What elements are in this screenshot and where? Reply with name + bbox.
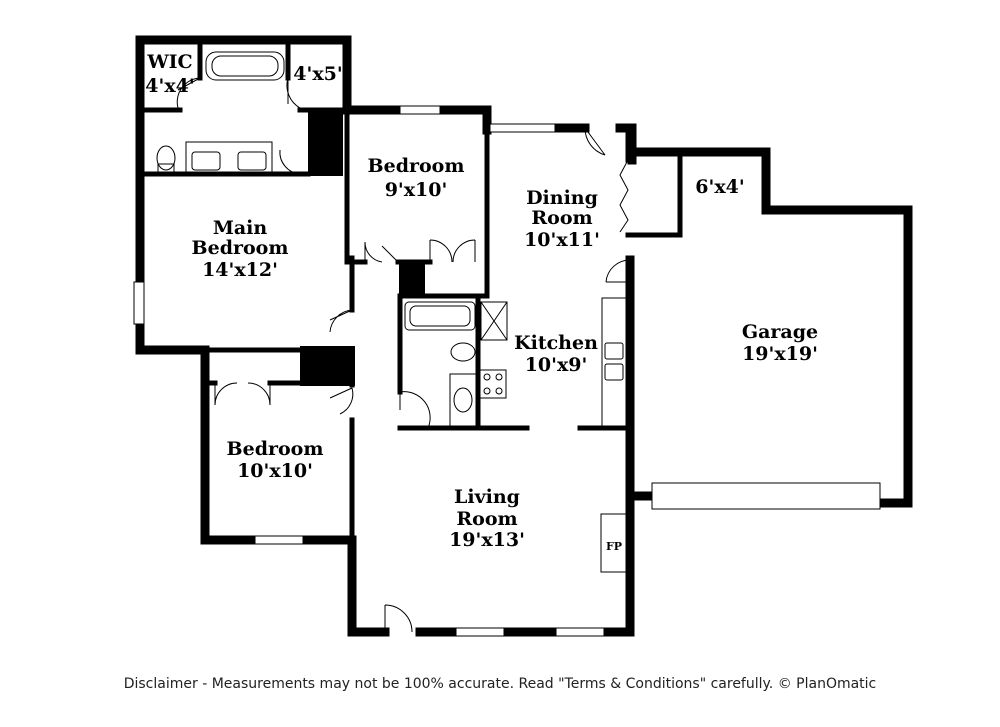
window	[133, 281, 145, 325]
bedroom-bottom-name: Bedroom	[227, 438, 324, 460]
sink	[604, 363, 624, 381]
kitchen-name: Kitchen	[514, 332, 598, 354]
closet-block	[300, 346, 355, 386]
sink	[604, 342, 624, 360]
garage-name: Garage	[742, 321, 818, 343]
bedroom-top-name: Bedroom	[368, 155, 465, 177]
toilet	[450, 342, 476, 362]
fireplace-label: FP	[606, 540, 622, 553]
main-bedroom-name-2: Bedroom	[192, 237, 289, 259]
kitchen-dims: 10'x9'	[525, 354, 588, 376]
interior-walls	[137, 37, 683, 543]
wic-dims: 4'x4'	[145, 75, 194, 97]
bedroom-bottom-dims: 10'x10'	[237, 460, 313, 482]
sink	[191, 151, 221, 171]
dining-dims: 10'x11'	[524, 229, 600, 251]
vanity	[449, 373, 479, 427]
garage-dims: 19'x19'	[742, 343, 818, 365]
living-name-1: Living	[454, 486, 520, 508]
room-labels: WIC 4'x4' 4'x5' Bedroom 9'x10' Main Bedr…	[145, 51, 818, 551]
dining-name-2: Room	[531, 207, 592, 229]
fireplace	[600, 513, 628, 573]
bathtub	[404, 301, 476, 331]
disclaimer: Disclaimer - Measurements may not be 100…	[123, 676, 877, 692]
window	[489, 123, 556, 133]
garage-door	[651, 482, 881, 510]
living-dims: 19'x13'	[449, 529, 525, 551]
dining-name-1: Dining	[526, 187, 598, 209]
counter	[601, 297, 629, 427]
window	[455, 627, 505, 637]
living-name-2: Room	[456, 508, 517, 530]
stove	[479, 369, 507, 399]
fixtures: FP	[156, 51, 629, 573]
sink	[237, 151, 267, 171]
storage-dims: 6'x4'	[695, 176, 744, 198]
door-swings	[176, 77, 631, 633]
closet-dims: 4'x5'	[293, 63, 342, 85]
vanity	[185, 141, 273, 175]
main-bedroom-name-1: Main	[213, 217, 268, 239]
window	[555, 627, 605, 637]
sink	[453, 387, 473, 413]
wic-name: WIC	[146, 51, 192, 73]
bedroom-top-dims: 9'x10'	[385, 179, 448, 201]
main-bedroom-dims: 14'x12'	[202, 259, 278, 281]
window	[399, 105, 441, 115]
pantry	[480, 301, 508, 341]
bathtub	[205, 51, 285, 81]
chimney-block	[308, 112, 343, 176]
toilet	[156, 145, 176, 171]
closet-block	[399, 262, 425, 297]
windows	[133, 105, 881, 637]
window	[254, 535, 304, 545]
